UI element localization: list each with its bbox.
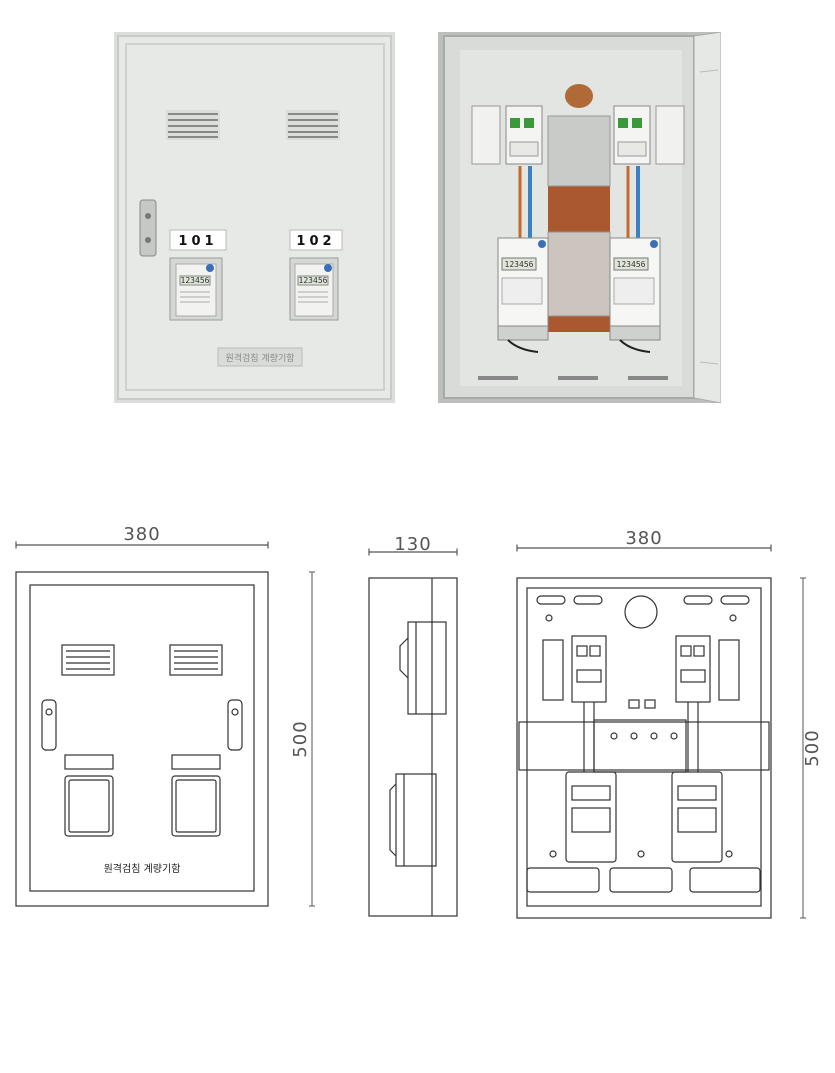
interior-view-drawing bbox=[516, 544, 772, 919]
meter-left: 123456 bbox=[497, 237, 549, 341]
door-plate-text: 원격검침 계량기함 bbox=[225, 352, 294, 364]
meter-window-right: 123456 bbox=[289, 257, 339, 321]
open-meter-reading-right: 123456 bbox=[617, 260, 646, 269]
door-plate bbox=[217, 347, 303, 367]
meter-window-left: 123456 bbox=[169, 257, 223, 321]
front-width-label: 380 bbox=[123, 524, 160, 545]
unit-label-102: 102 bbox=[296, 234, 335, 249]
technical-drawings: 380 원격검침 계량기함 500 130 bbox=[0, 510, 835, 930]
vent-right bbox=[286, 110, 340, 140]
interior-height-label: 500 bbox=[802, 729, 823, 766]
front-door-plate: 원격검침 계량기함 bbox=[104, 862, 181, 875]
unit-label-102-plate bbox=[289, 229, 343, 251]
breaker-left bbox=[471, 105, 543, 165]
side-view-drawing bbox=[368, 548, 458, 917]
unit-label-101-plate bbox=[169, 229, 227, 251]
breaker-right bbox=[613, 105, 685, 165]
side-depth-label: 130 bbox=[394, 534, 431, 555]
open-meter-reading-left: 123456 bbox=[505, 260, 534, 269]
front-height-label: 500 bbox=[290, 720, 311, 757]
meter-reading-102: 123456 bbox=[299, 276, 328, 285]
front-view-drawing bbox=[15, 541, 269, 907]
interior-width-label: 380 bbox=[625, 528, 662, 549]
door-latch bbox=[139, 199, 157, 257]
vent-left bbox=[166, 110, 220, 140]
photo-closed-enclosure: 101 102 123456 123456 원격검침 계량기함 bbox=[114, 32, 395, 403]
meter-reading-101: 123456 bbox=[181, 276, 210, 285]
photo-open-enclosure: 123456 123456 bbox=[438, 32, 721, 403]
meter-right: 123456 bbox=[609, 237, 661, 341]
unit-label-101: 101 bbox=[178, 234, 217, 249]
